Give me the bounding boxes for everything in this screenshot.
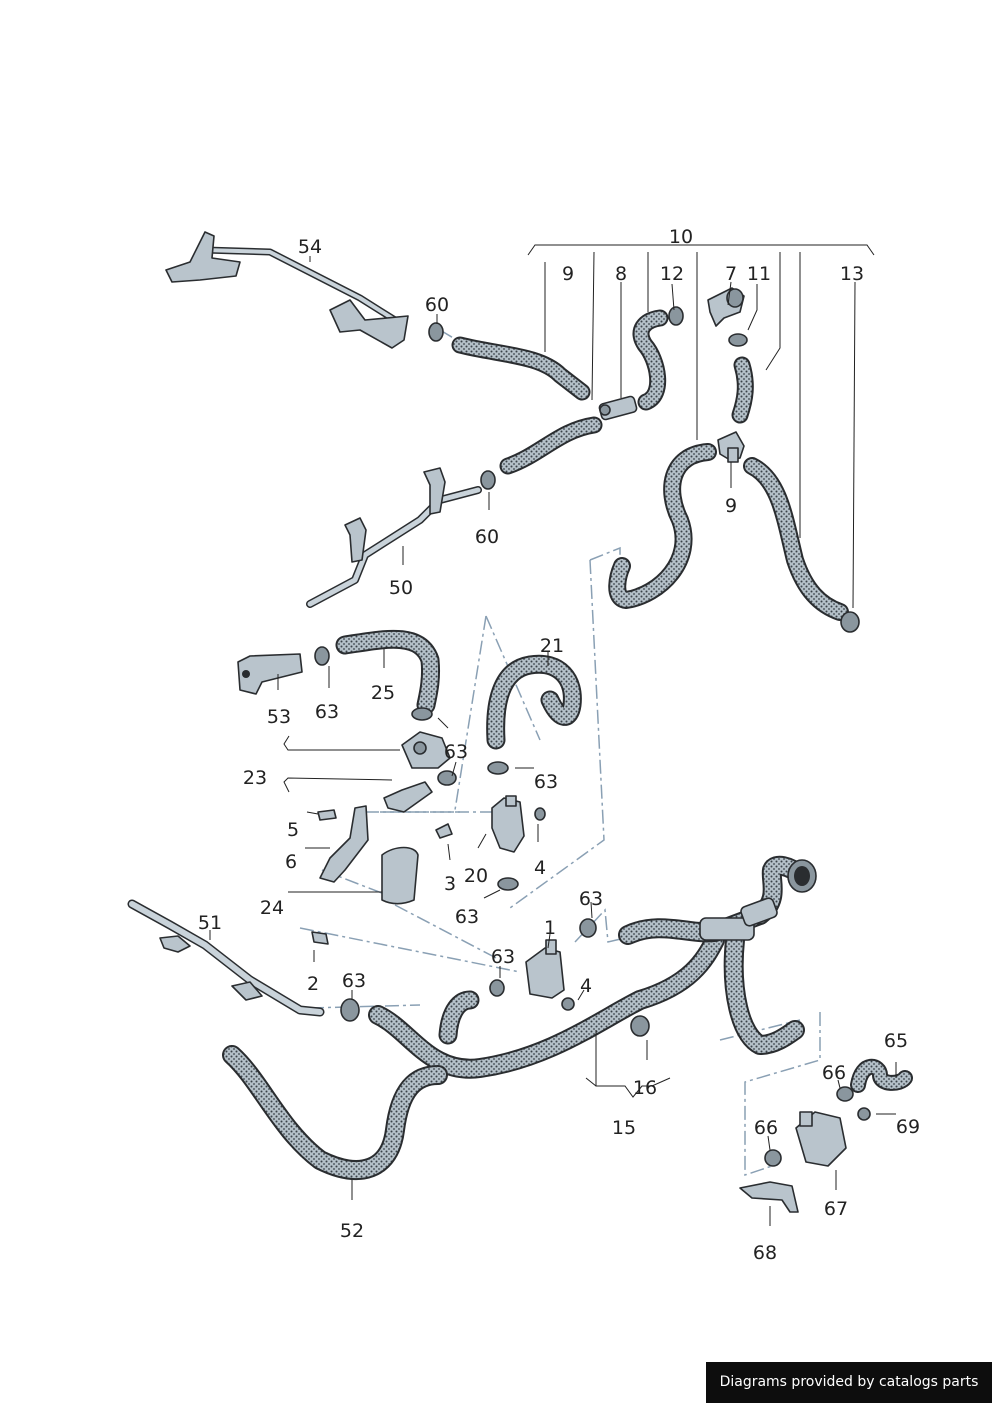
- valve-20: [491, 795, 525, 853]
- callout-63-e: 63: [579, 888, 603, 910]
- callout-8: 8: [615, 263, 627, 285]
- bracket-6: [319, 805, 369, 883]
- callout-60-lower: 60: [475, 526, 499, 548]
- callout-2: 2: [307, 973, 319, 995]
- callout-24: 24: [260, 897, 284, 919]
- callout-52: 52: [340, 1220, 364, 1242]
- callout-67: 67: [824, 1198, 848, 1220]
- callout-6: 6: [285, 851, 297, 873]
- callout-63-g: 63: [342, 970, 366, 992]
- bracket-68: [739, 1181, 799, 1213]
- callout-54: 54: [298, 236, 322, 258]
- footer-credit: Diagrams provided by catalogs parts: [706, 1362, 992, 1403]
- callout-63-c: 63: [534, 771, 558, 793]
- callout-13: 13: [840, 263, 864, 285]
- callout-9-lower: 9: [725, 495, 737, 517]
- callout-66-upper: 66: [822, 1062, 846, 1084]
- hose-21: [486, 654, 582, 750]
- callout-labels: 1 2 3 4 4 5 6 7 8 9 9 10 11 12 13 15 16 …: [198, 226, 920, 1264]
- valve-1: [525, 939, 565, 999]
- valve-67: [795, 1111, 847, 1167]
- callout-25: 25: [371, 682, 395, 704]
- coupling-8: [598, 395, 638, 421]
- callout-68: 68: [753, 1242, 777, 1264]
- callout-63-d: 63: [455, 906, 479, 928]
- clamps: [311, 306, 871, 1167]
- clamp-24: [381, 846, 419, 905]
- hose-25: [335, 629, 440, 715]
- callout-4-upper: 4: [534, 857, 546, 879]
- pipe-51: [127, 899, 325, 1017]
- callout-4-lower: 4: [580, 975, 592, 997]
- callout-9-upper: 9: [562, 263, 574, 285]
- callout-11: 11: [747, 263, 771, 285]
- callout-12: 12: [660, 263, 684, 285]
- pipe-50: [306, 467, 482, 608]
- leader-lines: [209, 244, 897, 1226]
- callout-66-lower: 66: [754, 1117, 778, 1139]
- hose-11: [731, 356, 754, 424]
- bracket-54: [165, 231, 409, 349]
- hose-52: [222, 1045, 448, 1180]
- hose-9: [451, 336, 591, 401]
- hose-13: [743, 457, 849, 621]
- y-piece: [699, 859, 817, 941]
- hose-15-main: [368, 930, 725, 1079]
- hose-15-short: [438, 990, 480, 1045]
- callout-7: 7: [725, 263, 737, 285]
- callout-16: 16: [633, 1077, 657, 1099]
- callout-1: 1: [544, 917, 556, 939]
- pump-23: [383, 731, 451, 813]
- t-piece-9: [717, 431, 745, 463]
- callout-23: 23: [243, 767, 267, 789]
- callout-15: 15: [612, 1117, 636, 1139]
- callout-69: 69: [896, 1116, 920, 1138]
- callout-65: 65: [884, 1030, 908, 1052]
- callout-63-a: 63: [315, 701, 339, 723]
- callout-50: 50: [389, 577, 413, 599]
- connector-7: [707, 287, 745, 327]
- callout-60-upper: 60: [425, 294, 449, 316]
- callout-5: 5: [287, 819, 299, 841]
- callout-51: 51: [198, 912, 222, 934]
- callout-63-b: 63: [444, 741, 468, 763]
- hose-y-down: [723, 930, 805, 1055]
- callout-20: 20: [464, 865, 488, 887]
- hose-65: [850, 1058, 913, 1093]
- hose-8-lower: [499, 416, 603, 475]
- callout-21: 21: [540, 635, 564, 657]
- callout-3: 3: [444, 873, 456, 895]
- hose-upper-s: [632, 309, 669, 411]
- callout-10: 10: [669, 226, 693, 248]
- hose-long-left: [608, 443, 717, 609]
- callout-53: 53: [267, 706, 291, 728]
- callout-63-f: 63: [491, 946, 515, 968]
- connector-53: [237, 653, 303, 695]
